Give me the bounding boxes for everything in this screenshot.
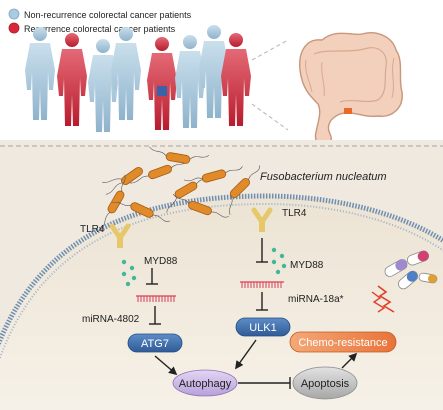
cell-cytoplasm <box>0 196 443 410</box>
atg7-node: ATG7 <box>127 333 183 353</box>
drug-block-zigzag <box>377 285 395 313</box>
legend-recurrence-label: Recurrence colorectal cancer patients <box>24 24 176 34</box>
myd88-label-right: MYD88 <box>290 260 324 271</box>
colon-illustration <box>299 32 403 147</box>
mirna-18a-strand <box>240 281 284 288</box>
inhibition-tlr4-to-myd88-right <box>256 238 268 263</box>
patient-crowd <box>25 25 251 132</box>
bacterium <box>149 146 210 164</box>
atg7-label: ATG7 <box>141 338 169 350</box>
bacteria-cluster <box>99 146 261 230</box>
tlr4-receptor-left <box>109 223 131 248</box>
ulk1-node: ULK1 <box>235 317 291 337</box>
apoptosis-label: Apoptosis <box>301 378 350 390</box>
apoptosis-node: Apoptosis <box>292 366 358 400</box>
inhibition-myd88-to-mirna-left <box>146 268 158 285</box>
bacterium-label: Fusobacterium nucleatum <box>260 171 387 183</box>
inhibition-autophagy-to-apoptosis <box>238 377 291 389</box>
myd88-dots-left <box>121 259 137 287</box>
mirna-4802-strand <box>136 295 176 302</box>
mirna-18a-label: miRNA-18a* <box>288 294 344 305</box>
tlr4-label-right: TLR4 <box>282 208 307 219</box>
inhibition-mirna-to-atg7 <box>149 306 161 325</box>
myd88-label-left: MYD88 <box>144 256 178 267</box>
arrow-atg7-to-autophagy <box>154 355 178 376</box>
legend-recurrence-swatch <box>8 22 20 34</box>
arrow-ulk1-to-autophagy <box>235 339 257 370</box>
myd88-dots-right <box>271 247 287 275</box>
legend-non-recurrence-swatch <box>8 8 20 20</box>
colon-tumor-marker <box>344 108 352 114</box>
autophagy-node: Autophagy <box>172 369 238 397</box>
drug-block-zigzag-2 <box>371 291 386 313</box>
arrow-apoptosis-to-chemoresistance <box>341 352 358 369</box>
bacterium <box>112 201 171 222</box>
tlr4-receptor-right <box>251 207 273 232</box>
tumor-marker <box>157 86 167 96</box>
autophagy-label: Autophagy <box>179 378 232 390</box>
ulk1-label: ULK1 <box>249 322 277 334</box>
bacterium <box>183 166 243 183</box>
legend-non-recurrence-label: Non-recurrence colorectal cancer patient… <box>24 10 192 20</box>
mirna-4802-label: miRNA-4802 <box>82 314 140 325</box>
chemoresistance-label: Chemo-resistance <box>298 337 387 349</box>
bacterium <box>102 167 143 195</box>
drug-capsules <box>384 250 438 290</box>
legend: Non-recurrence colorectal cancer patient… <box>8 8 192 34</box>
inhibition-mirna-to-ulk1 <box>256 292 268 311</box>
bacterium <box>172 193 230 218</box>
chemoresistance-node: Chemo-resistance <box>289 331 397 353</box>
zoom-connector-bottom <box>251 103 289 131</box>
tlr4-label-left: TLR4 <box>80 224 105 235</box>
